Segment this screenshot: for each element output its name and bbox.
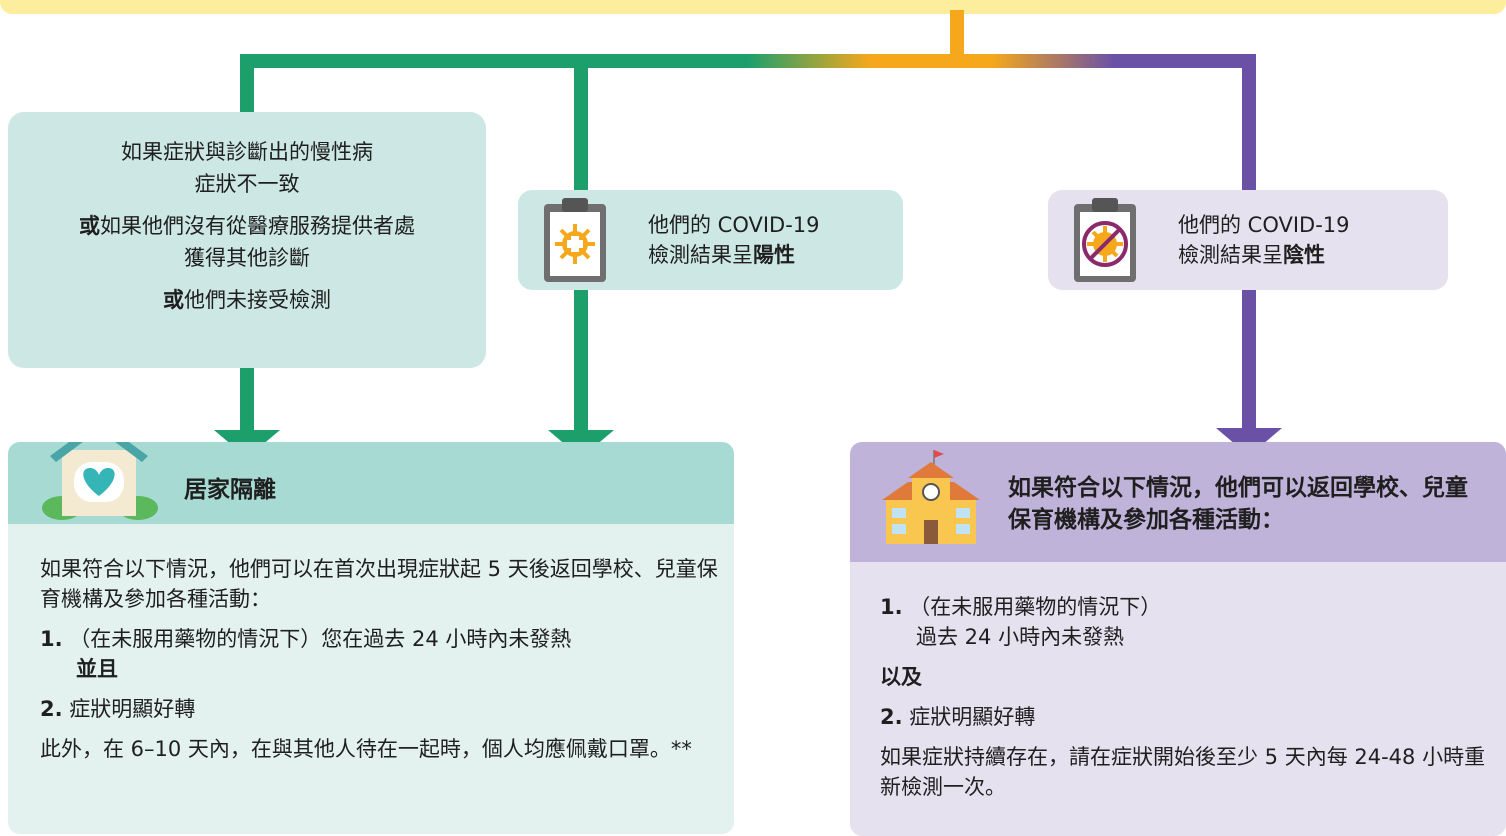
positive-line2: 檢測結果呈	[648, 243, 753, 267]
clipboard-virus-crossed-icon	[1074, 198, 1136, 282]
clipboard-virus-icon	[544, 198, 606, 282]
return-panel: 如果符合以下情況，他們可以返回學校、兒童保育機構及參加各種活動： 1. （在未服…	[850, 442, 1506, 836]
condition-line5: 他們未接受檢測	[184, 288, 331, 312]
positive-line1: 他們的 COVID-19	[648, 213, 820, 237]
house-heart-icon	[42, 442, 158, 520]
return-header: 如果符合以下情況，他們可以返回學校、兒童保育機構及參加各種活動：	[850, 442, 1506, 562]
stem-line	[950, 10, 964, 62]
isolation-intro: 如果符合以下情況，他們可以在首次出現症狀起 5 天後返回學校、兒童保育機構及參加…	[40, 557, 718, 611]
left-arrow-line	[240, 368, 254, 432]
negative-emphasis: 陰性	[1283, 243, 1325, 267]
positive-result-box: 他們的 COVID-19 檢測結果呈陽性	[518, 190, 903, 290]
return-and: 以及	[880, 665, 922, 689]
left-down-line	[240, 54, 254, 114]
condition-or-1: 或	[79, 214, 100, 238]
isolation-item1-number: 1.	[40, 627, 63, 651]
condition-or-2: 或	[163, 288, 184, 312]
negative-result-box: 他們的 COVID-19 檢測結果呈陰性	[1048, 190, 1448, 290]
branch-bar	[240, 54, 1256, 68]
condition-line4: 獲得其他診斷	[184, 246, 310, 270]
isolation-item1-text: （在未服用藥物的情況下）您在過去 24 小時內未發熱	[69, 627, 572, 651]
top-banner	[0, 0, 1506, 14]
isolation-item2-number: 2.	[40, 697, 63, 721]
isolation-item2-text: 症狀明顯好轉	[69, 697, 196, 721]
condition-box: 如果症狀與診斷出的慢性病 症狀不一致 或如果他們沒有從醫療服務提供者處 獲得其他…	[8, 112, 486, 368]
home-isolation-header: 居家隔離	[8, 442, 734, 524]
isolation-note: 此外，在 6–10 天內，在與其他人待在一起時，個人均應佩戴口罩。**	[40, 737, 692, 761]
return-note: 如果症狀持續存在，請在症狀開始後至少 5 天內每 24-48 小時重新檢測一次。	[880, 745, 1486, 799]
home-isolation-title: 居家隔離	[184, 477, 276, 503]
negative-result-text: 他們的 COVID-19 檢測結果呈陰性	[1178, 210, 1350, 270]
condition-line1: 如果症狀與診斷出的慢性病	[121, 140, 373, 164]
return-item2-text: 症狀明顯好轉	[909, 705, 1036, 729]
return-item1-line1: （在未服用藥物的情況下）	[909, 595, 1162, 619]
return-item1-number: 1.	[880, 595, 903, 619]
isolation-item1-and: 並且	[76, 657, 118, 681]
negative-line2: 檢測結果呈	[1178, 243, 1283, 267]
positive-result-text: 他們的 COVID-19 檢測結果呈陽性	[648, 210, 820, 270]
return-body: 1. （在未服用藥物的情況下） 過去 24 小時內未發熱 以及 2. 症狀明顯好…	[880, 592, 1490, 812]
condition-line2: 症狀不一致	[194, 172, 300, 196]
return-item1-line2: 過去 24 小時內未發熱	[916, 625, 1125, 649]
home-isolation-panel: 居家隔離 如果符合以下情況，他們可以在首次出現症狀起 5 天後返回學校、兒童保育…	[8, 442, 734, 834]
positive-emphasis: 陽性	[753, 243, 795, 267]
condition-line3: 如果他們沒有從醫療服務提供者處	[100, 214, 415, 238]
negative-line1: 他們的 COVID-19	[1178, 213, 1350, 237]
home-isolation-body: 如果符合以下情況，他們可以在首次出現症狀起 5 天後返回學校、兒童保育機構及參加…	[40, 554, 720, 774]
school-building-icon	[882, 450, 980, 544]
return-title: 如果符合以下情況，他們可以返回學校、兒童保育機構及參加各種活動：	[1008, 475, 1468, 533]
return-item2-number: 2.	[880, 705, 903, 729]
